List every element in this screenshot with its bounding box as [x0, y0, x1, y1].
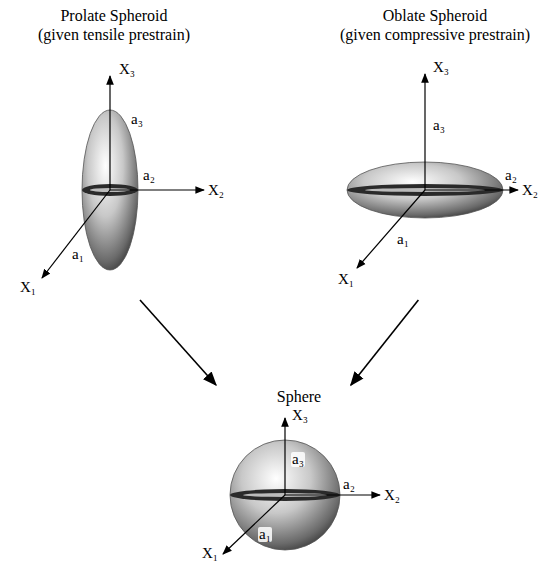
- semi-axis-label: a₃: [131, 112, 143, 127]
- axis-x3: [109, 76, 110, 190]
- figure-title: Oblate Spheroid: [318, 6, 548, 25]
- figure-group: Oblate Spheroid(given compressive prestr…: [318, 4, 548, 300]
- transform-arrow: [351, 300, 419, 385]
- semi-axis-label: a₂: [343, 477, 355, 492]
- axis-x1: [223, 495, 285, 554]
- oblate-figure: [347, 74, 518, 268]
- axis-label: X₃: [292, 408, 308, 423]
- axis-label: X₂: [384, 488, 400, 503]
- axis-x2: [110, 189, 204, 190]
- figure-subtitle: (given compressive prestrain): [318, 25, 548, 44]
- semi-axis-label: a₃: [291, 452, 305, 467]
- axis-x1: [42, 190, 110, 278]
- transform-arrow: [140, 300, 216, 385]
- axis-label: X₂: [208, 183, 224, 198]
- axis-label: X₃: [433, 60, 449, 75]
- axis-label: X₁: [338, 272, 354, 287]
- figure-title: Sphere: [190, 387, 408, 406]
- prolate-figure: [42, 76, 204, 278]
- figure-group: Prolate Spheroid(given tensile prestrain…: [10, 4, 218, 300]
- semi-axis-label: a₃: [433, 118, 445, 133]
- axis-label: X₁: [202, 546, 218, 561]
- semi-axis-label: a₁: [72, 247, 84, 262]
- axis-x3: [284, 418, 285, 495]
- semi-axis-label: a₁: [258, 527, 272, 542]
- semi-axis-label: a₂: [143, 168, 155, 183]
- semi-axis-label: a₁: [397, 232, 409, 247]
- axis-x1: [357, 190, 425, 268]
- axis-label: X₁: [20, 280, 36, 295]
- figure-subtitle: (given tensile prestrain): [10, 25, 218, 44]
- axis-label: X₂: [522, 183, 538, 198]
- figure-title: Prolate Spheroid: [10, 6, 218, 25]
- sphere-figure: [223, 418, 380, 554]
- axis-label: X₃: [119, 62, 135, 77]
- semi-axis-label: a₂: [505, 168, 517, 183]
- axis-x2: [285, 494, 380, 495]
- axis-x2: [425, 189, 518, 190]
- axis-x3: [424, 74, 425, 190]
